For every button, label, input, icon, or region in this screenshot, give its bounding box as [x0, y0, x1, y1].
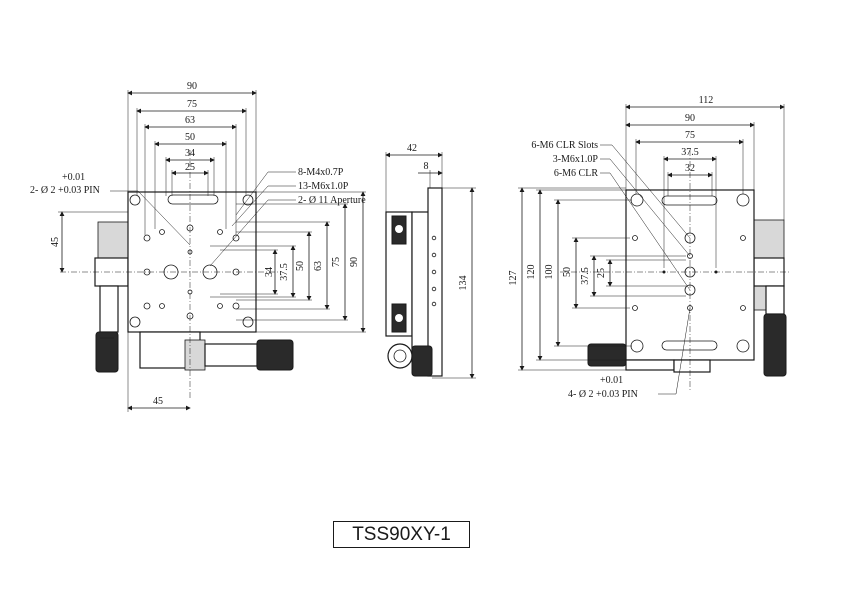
- dim-75-r: 75: [331, 257, 342, 267]
- note-m4: 8-M4x0.7P: [298, 167, 344, 178]
- model-label: TSS90XY-1: [333, 521, 470, 548]
- tolerance-upper: +0.01: [62, 172, 85, 183]
- dim-45-bottom: 45: [153, 396, 163, 407]
- dim-32-rv: 32: [685, 163, 695, 174]
- note-aperture: 2- Ø 11 Aperture: [298, 195, 366, 206]
- pin-note: 2- Ø 2 +0.03 PIN: [30, 185, 100, 196]
- dim-8: 8: [424, 161, 429, 172]
- front-view: 90 75 63 50 34 25 90 75 63 50 37.5 34 45…: [30, 81, 366, 412]
- dim-34-r: 34: [264, 267, 275, 277]
- dim-100: 100: [544, 265, 555, 280]
- right-view: 112 90 75 37.5 32 127 120 100 50 37.5 25…: [508, 95, 790, 400]
- pin-note-rv: 4- Ø 2 +0.03 PIN: [568, 389, 638, 400]
- note-m6-clr: 6-M6 CLR: [554, 168, 599, 179]
- dim-25-left: 25: [596, 268, 607, 278]
- dim-63: 63: [185, 115, 195, 126]
- dim-34: 34: [185, 148, 195, 159]
- dim-50-r: 50: [295, 261, 306, 271]
- side-view: 42 8 134: [385, 143, 476, 379]
- dim-75: 75: [187, 99, 197, 110]
- dim-127: 127: [508, 271, 519, 286]
- dim-120: 120: [526, 265, 537, 280]
- dim-75-rv: 75: [685, 130, 695, 141]
- dim-37-5-r: 37.5: [279, 263, 290, 281]
- dim-45-left: 45: [50, 237, 61, 247]
- dim-37-5-left: 37.5: [580, 267, 591, 285]
- note-m6-tapped: 3-M6x1.0P: [553, 154, 599, 165]
- note-clr-slots: 6-M6 CLR Slots: [531, 140, 598, 151]
- note-m6: 13-M6x1.0P: [298, 181, 349, 192]
- dim-50: 50: [185, 132, 195, 143]
- dim-90-r: 90: [349, 257, 360, 267]
- dim-90: 90: [187, 81, 197, 92]
- dim-37-5-rv: 37.5: [681, 147, 699, 158]
- dim-25: 25: [185, 162, 195, 173]
- dim-50-rv: 50: [562, 267, 573, 277]
- dim-90-rv: 90: [685, 113, 695, 124]
- dim-112: 112: [699, 95, 714, 106]
- tolerance-upper-rv: +0.01: [600, 375, 623, 386]
- dim-42: 42: [407, 143, 417, 154]
- dim-63-r: 63: [313, 261, 324, 271]
- dim-134: 134: [458, 276, 469, 291]
